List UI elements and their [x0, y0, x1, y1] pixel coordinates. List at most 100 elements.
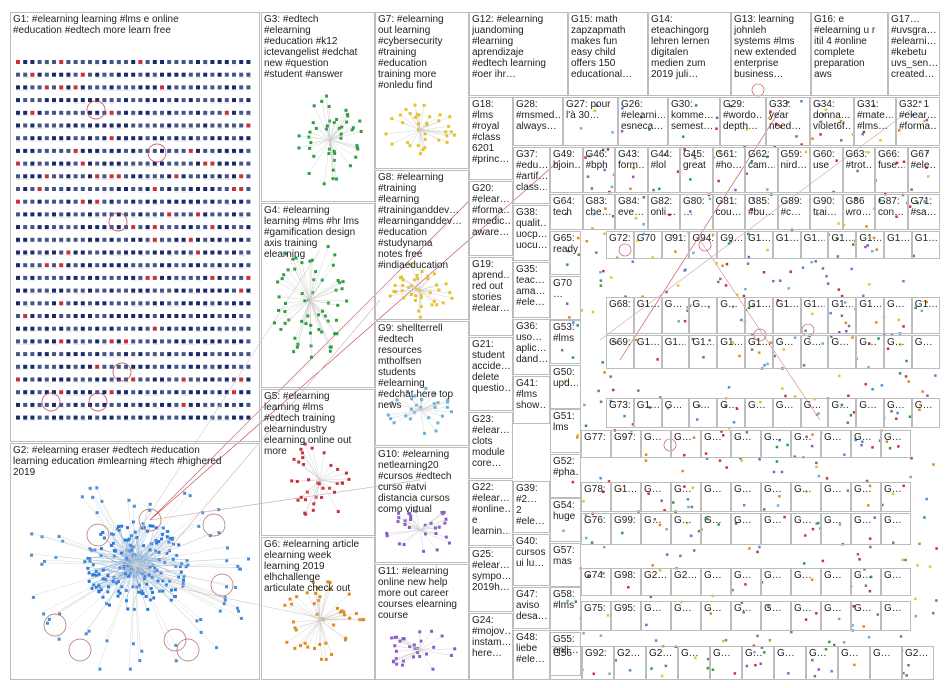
g8-node: [430, 303, 434, 307]
g2-outer-node: [247, 557, 251, 561]
g1-node: [160, 199, 164, 204]
small-group-box: G1…: [828, 231, 857, 259]
g1-node: [131, 288, 136, 293]
g4-node: [316, 313, 320, 317]
g1-node: [217, 174, 222, 179]
g1-node: [102, 275, 107, 280]
g1-node: [88, 199, 92, 204]
g1-node: [174, 161, 179, 166]
small-group-label: G…: [664, 400, 683, 411]
g1-node: [196, 339, 200, 344]
g1-node: [88, 123, 92, 128]
group-box-g37: G37: #edu… #artif… class…: [513, 147, 550, 204]
g1-node: [44, 161, 49, 166]
small-group-node: [752, 197, 755, 201]
g2-node: [106, 574, 110, 578]
g1-node: [181, 402, 186, 407]
g1-node: [88, 250, 92, 255]
g4-node: [277, 308, 281, 312]
g6-edge: [319, 614, 345, 621]
g1-node: [30, 161, 35, 166]
g1-node: [66, 174, 71, 179]
group-box-g36: G36: uso… aplic… dand…: [513, 319, 550, 375]
small-group-node: [867, 365, 870, 369]
g1-node: [174, 415, 179, 420]
small-group-label: G81: cou…: [715, 196, 742, 218]
g1-node: [16, 199, 20, 204]
g1-node: [167, 275, 172, 280]
g6-edge: [294, 619, 321, 629]
g7-edge: [419, 114, 441, 131]
small-group-box: G…: [881, 513, 911, 545]
g8-edge: [419, 276, 428, 291]
g11-node: [394, 657, 398, 661]
small-group-node: [800, 100, 803, 103]
g1-node: [174, 136, 179, 141]
g1-node: [232, 123, 236, 128]
g1-node: [16, 72, 20, 77]
small-group-node: [587, 574, 590, 578]
g2-node: [169, 598, 173, 602]
small-group-node: [694, 656, 697, 660]
g1-node: [30, 364, 35, 369]
g2-node: [136, 567, 140, 571]
g6-node: [319, 657, 323, 661]
g1-node: [196, 98, 200, 103]
g2-node: [160, 537, 164, 541]
g10-node: [397, 516, 401, 520]
group-label: G15: math zapzapmath makes fun easy chil…: [571, 14, 633, 80]
g2-outer-node: [223, 598, 227, 602]
small-group-node: [863, 568, 866, 571]
g1-node: [52, 148, 56, 153]
group-label: G10: #elearning netlearning20 #cursos #e…: [378, 449, 452, 515]
g2-node: [97, 590, 101, 594]
small-group-box: G…: [671, 601, 701, 631]
small-group-node: [892, 541, 895, 544]
g1-node: [23, 110, 28, 115]
g1-node: [152, 390, 157, 395]
g1-node: [167, 415, 172, 420]
g1-node: [181, 250, 186, 255]
g6-edge: [317, 588, 321, 621]
g8-edge: [416, 275, 421, 291]
g2-node: [132, 607, 136, 611]
g1-node: [167, 212, 172, 217]
g1-node: [44, 212, 49, 217]
g1-node: [210, 339, 215, 344]
g1-node: [16, 60, 20, 64]
g4-node: [283, 321, 287, 325]
small-group-node: [728, 426, 731, 430]
small-group-node: [747, 232, 750, 236]
g4-edge: [283, 274, 311, 301]
small-group-node: [707, 305, 711, 309]
g2-outer-edge: [95, 511, 136, 566]
g1-node: [52, 187, 56, 191]
g7-node: [399, 113, 403, 117]
g6-node: [342, 613, 346, 617]
small-group-node: [781, 387, 784, 390]
g1-node: [246, 250, 251, 255]
small-group-node: [778, 438, 781, 442]
small-group-label: G61: #ho…: [715, 149, 743, 171]
g4-edge: [287, 269, 311, 301]
g3-node: [359, 129, 363, 133]
small-group-node: [735, 293, 739, 297]
g1-node: [73, 148, 78, 153]
mid-group-box: G51: lms: [550, 409, 581, 453]
g1-node: [88, 402, 92, 407]
g1-node: [95, 60, 100, 64]
g1-node: [66, 402, 71, 407]
g10-edge: [419, 529, 450, 544]
small-group-label: G97:: [614, 432, 636, 443]
small-group-node: [747, 255, 751, 259]
g9-edge: [419, 409, 425, 434]
g8-node: [435, 303, 439, 307]
small-group-node: [925, 166, 928, 169]
small-group-node: [838, 374, 841, 378]
small-group-label: G…: [824, 432, 842, 443]
small-group-label: G1…: [887, 233, 909, 244]
small-group-node: [804, 534, 807, 537]
small-group-label: G2…: [674, 570, 698, 581]
small-group-node: [754, 663, 757, 667]
small-group-label: G…: [873, 648, 891, 659]
